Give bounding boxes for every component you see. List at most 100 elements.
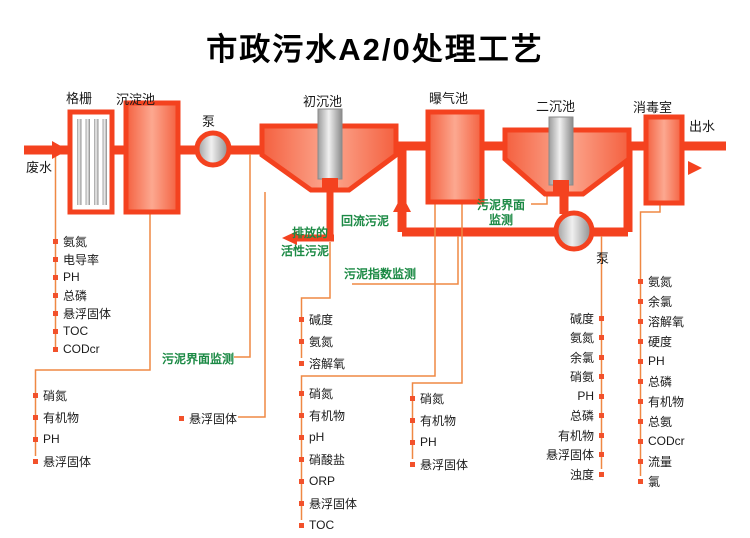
sensor-label: 悬浮固体 — [189, 411, 238, 426]
page-title: 市政污水A2/0处理工艺 — [206, 32, 544, 67]
bullet-icon — [33, 414, 38, 420]
sensor-item: 氯 — [638, 474, 661, 489]
pump1-body — [194, 130, 232, 168]
bullet-icon — [33, 458, 38, 464]
sensor-item: 溶解氧 — [638, 314, 684, 329]
label-disinfection: 消毒室 — [633, 100, 673, 115]
sensor-label: CODcr — [63, 342, 100, 356]
sensor-label: PH — [43, 432, 60, 446]
bullet-icon — [410, 395, 415, 401]
bullet-icon — [638, 398, 643, 404]
flow-arrows — [52, 141, 702, 245]
bullet-icon — [299, 316, 304, 322]
annotation-discharge-line2: 活性污泥 — [281, 244, 330, 258]
sensor-item: 硝氮 — [299, 386, 333, 401]
sensor-item: 有机物 — [33, 410, 80, 425]
sensor-label: ORP — [309, 474, 336, 488]
sensor-label: 有机物 — [648, 394, 685, 409]
label-grille: 格栅 — [66, 91, 93, 106]
sensor-item: 氨氮 — [53, 234, 88, 249]
sensor-label: 氨氮 — [309, 334, 334, 349]
sensor-item: 总磷 — [570, 408, 604, 423]
inlet-arrow-icon — [52, 141, 68, 159]
bullet-icon — [299, 390, 304, 396]
sensor-item: CODcr — [53, 342, 100, 356]
label-aeration: 曝气池 — [429, 91, 469, 106]
sensor-label: 总氨 — [648, 414, 673, 429]
sensor-label: 悬浮固体 — [545, 447, 594, 462]
bullet-icon — [53, 256, 58, 262]
sensor-label: 悬浮固体 — [420, 457, 469, 472]
sensor-label: 硝氮 — [420, 391, 445, 406]
bullet-icon — [53, 346, 58, 352]
annotation-sludge-interface-right-2: 监测 — [489, 213, 514, 227]
return-up-arrow-icon — [393, 195, 411, 212]
sensor-label: PH — [648, 354, 665, 368]
sensor-label: 硝酸盐 — [309, 452, 346, 467]
bullet-icon — [599, 451, 604, 457]
bullet-icon — [638, 298, 643, 304]
sensor-item: 余氯 — [638, 294, 672, 309]
sensor-item: 氨氮 — [299, 334, 334, 349]
disinfection-tank — [643, 114, 685, 206]
bullet-icon — [53, 292, 58, 298]
secondary-clarifier-outlet — [553, 180, 569, 194]
sensor-label: 硬度 — [648, 334, 673, 349]
sensor-item: 硝氨 — [570, 369, 604, 384]
sedimentation-tank — [123, 100, 181, 215]
sensor-item: 碱度 — [570, 311, 604, 326]
bullet-icon — [410, 439, 415, 445]
bullet-icon — [599, 412, 604, 418]
sensor-label: 余氯 — [569, 350, 594, 365]
label-pump2: 泵 — [596, 251, 610, 266]
sensor-label: 悬浮固体 — [43, 454, 92, 469]
sensor-item: PH — [53, 270, 80, 284]
bullet-icon — [410, 461, 415, 467]
sensor-item: 硝氮 — [33, 388, 68, 403]
outlet-arrow-icon — [688, 161, 702, 175]
sensor-item: PH — [33, 432, 60, 446]
grille-bars — [77, 119, 107, 205]
sensor-item: 悬浮固体 — [53, 306, 111, 321]
sensor-label: 有机物 — [309, 408, 346, 423]
bullet-icon — [53, 274, 58, 280]
sensor-item: 硝氮 — [410, 391, 445, 406]
sensor-label: 有机物 — [557, 428, 594, 443]
bullet-icon — [299, 412, 304, 418]
label-pump1: 泵 — [202, 114, 216, 129]
bullet-icon — [299, 434, 304, 440]
sensor-item: 悬浮固体 — [410, 457, 469, 472]
bullet-icon — [599, 432, 604, 438]
sensor-item: 硝酸盐 — [299, 452, 346, 467]
sensor-item: ORP — [299, 474, 335, 488]
sensor-label: PH — [63, 270, 80, 284]
bullet-icon — [599, 393, 604, 399]
sensor-label: 硝氮 — [43, 388, 68, 403]
sensor-item: 溶解氧 — [299, 356, 346, 371]
sensor-label: 氨氮 — [63, 234, 88, 249]
bullet-icon — [599, 315, 604, 321]
bullet-icon — [53, 310, 58, 316]
bullet-icon — [638, 358, 643, 364]
sensor-connector-lines — [34, 154, 661, 520]
annotation-discharge-line1: 排放的 — [292, 226, 329, 240]
sensor-item: 有机物 — [638, 394, 685, 409]
bullet-icon — [33, 436, 38, 442]
bullet-icon — [299, 360, 304, 366]
sensor-label: CODcr — [648, 434, 685, 448]
sensor-label: 溶解氧 — [309, 356, 346, 371]
bullet-icon — [638, 458, 643, 464]
sensor-label: 电导率 — [63, 252, 100, 267]
sensor-label: 氯 — [648, 474, 661, 489]
sensor-item: PH — [638, 354, 665, 368]
label-sedimentation: 沉淀池 — [116, 92, 156, 107]
sensor-label: 有机物 — [43, 410, 80, 425]
sensor-label: 总磷 — [63, 288, 88, 303]
sensor-label: 有机物 — [420, 413, 457, 428]
bullet-icon — [638, 478, 643, 484]
sensor-item: 有机物 — [557, 428, 604, 443]
sensor-item: 总磷 — [53, 288, 88, 303]
bullet-icon — [410, 417, 415, 423]
bullet-icon — [53, 328, 58, 334]
